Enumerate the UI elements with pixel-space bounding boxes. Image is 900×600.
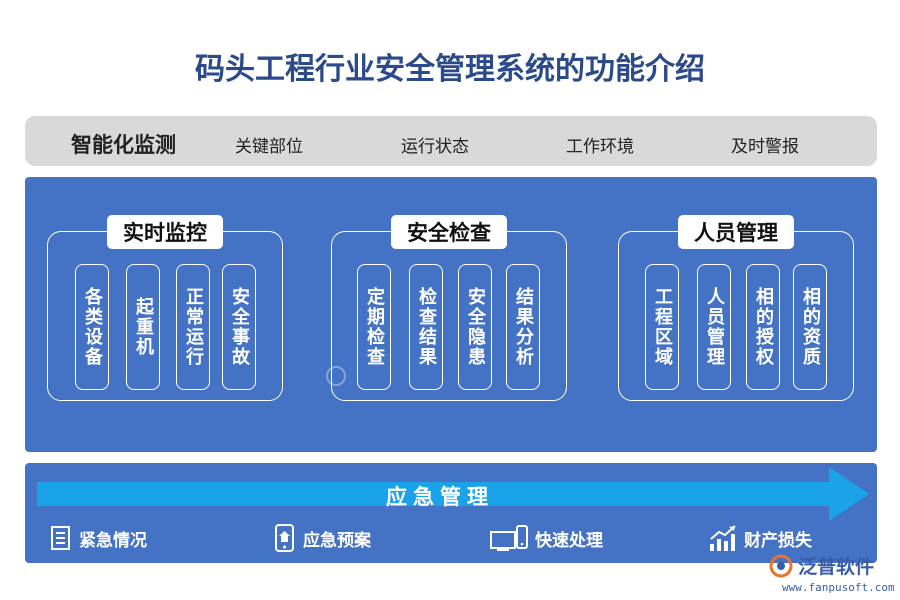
emergency-item-property-loss: 财产损失 bbox=[708, 523, 812, 553]
watermark-name: 泛普软件 bbox=[798, 556, 875, 578]
monitor-item-key-parts: 关键部位 bbox=[235, 137, 303, 157]
fanpu-logo-icon bbox=[769, 554, 793, 577]
card-inspection-result: 检查结果 bbox=[409, 264, 443, 390]
emergency-item-quick-handling: 快速处理 bbox=[489, 523, 603, 553]
document-icon bbox=[51, 526, 70, 550]
monitor-item-running-status: 运行状态 bbox=[401, 137, 469, 157]
group-realtime-monitoring: 实时监控 各类设备 起重机 正常运行 安全事故 bbox=[47, 215, 283, 401]
emergency-title: 应急管理 bbox=[386, 484, 494, 509]
group-personnel-management: 人员管理 工程区域 人员管理 相的授权 相的资质 bbox=[618, 215, 854, 401]
watermark-faint bbox=[325, 365, 347, 387]
group-label: 实时监控 bbox=[107, 215, 223, 249]
page-title: 码头工程行业安全管理系统的功能介绍 bbox=[195, 52, 705, 87]
monitor-item-alarm: 及时警报 bbox=[731, 137, 799, 157]
card-various-equipment: 各类设备 bbox=[75, 264, 109, 390]
card-safety-accident: 安全事故 bbox=[222, 264, 256, 390]
emergency-item-label: 财产损失 bbox=[744, 530, 812, 551]
card-project-area: 工程区域 bbox=[645, 264, 679, 390]
group-label: 人员管理 bbox=[678, 215, 794, 249]
group-label: 安全检查 bbox=[391, 215, 507, 249]
card-crane: 起重机 bbox=[126, 264, 160, 390]
emergency-panel: 应急管理 紧急情况 应急预案 快速处理 bbox=[25, 463, 877, 563]
arrow-banner-icon bbox=[37, 467, 869, 521]
monitor-bar: 智能化监测 关键部位 运行状态 工作环境 及时警报 bbox=[25, 116, 877, 166]
devices-icon bbox=[490, 525, 528, 551]
monitor-item-work-environment: 工作环境 bbox=[566, 137, 634, 157]
emergency-item-label: 紧急情况 bbox=[79, 530, 147, 551]
house-phone-icon bbox=[275, 524, 294, 552]
main-panel: 实时监控 各类设备 起重机 正常运行 安全事故 安全检查 定期检查 检查结果 安… bbox=[25, 177, 877, 452]
watermark-logo-icon bbox=[326, 366, 346, 386]
card-qualification: 相的资质 bbox=[793, 264, 827, 390]
watermark-logo: 泛普软件 bbox=[768, 552, 874, 579]
emergency-item-situation: 紧急情况 bbox=[49, 523, 147, 553]
card-authorization: 相的授权 bbox=[746, 264, 780, 390]
emergency-item-plan: 应急预案 bbox=[273, 523, 371, 553]
emergency-item-label: 应急预案 bbox=[303, 530, 371, 551]
emergency-item-label: 快速处理 bbox=[535, 530, 603, 551]
chart-up-icon bbox=[710, 525, 736, 551]
card-safety-hazard: 安全隐患 bbox=[458, 264, 492, 390]
watermark-url: www.fanpusoft.com bbox=[782, 581, 895, 594]
card-normal-operation: 正常运行 bbox=[176, 264, 210, 390]
card-regular-inspection: 定期检查 bbox=[357, 264, 391, 390]
group-safety-inspection: 安全检查 定期检查 检查结果 安全隐患 结果分析 bbox=[331, 215, 567, 401]
card-personnel-management: 人员管理 bbox=[697, 264, 731, 390]
card-result-analysis: 结果分析 bbox=[506, 264, 540, 390]
monitor-title: 智能化监测 bbox=[71, 132, 176, 157]
